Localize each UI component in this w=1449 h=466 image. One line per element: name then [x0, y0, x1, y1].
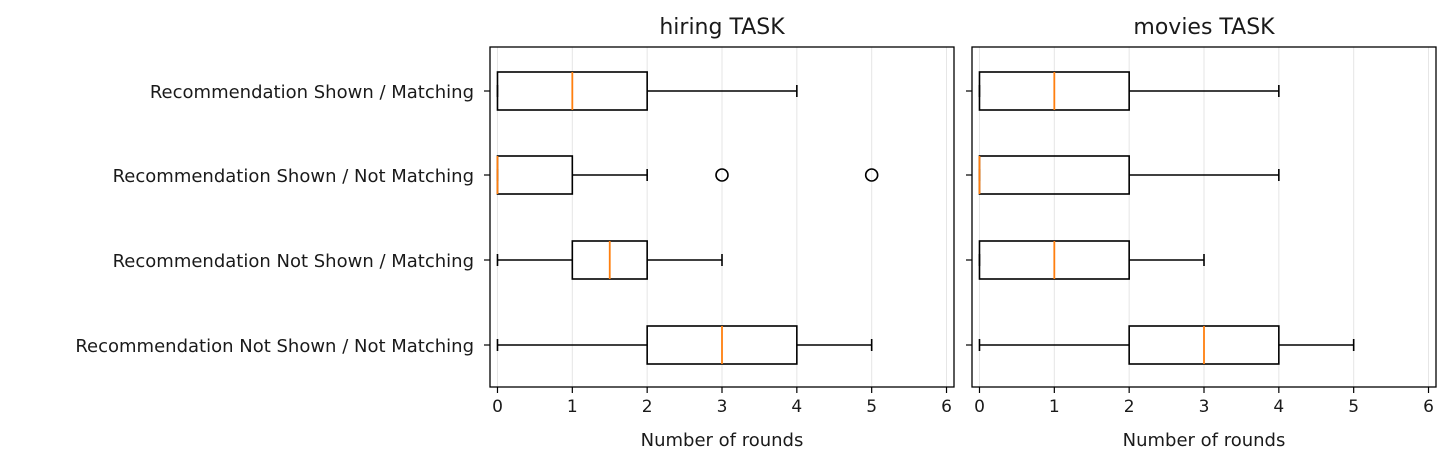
- box-3: [978, 240, 1205, 280]
- panel-2: 0 1 2 3 4 5 6 movies TASK Number of rounds: [966, 15, 1437, 451]
- box-2: [496, 155, 879, 195]
- x-tick-label: 2: [642, 397, 653, 417]
- iqr-box: [496, 155, 574, 195]
- x-tick-label: 3: [1199, 397, 1210, 417]
- category-label: Recommendation Shown / Matching: [150, 82, 474, 103]
- x-tick-label: 4: [791, 397, 802, 417]
- x-tick-label: 0: [492, 397, 503, 417]
- x-tick-label: 4: [1273, 397, 1284, 417]
- x-axis-label: Number of rounds: [1123, 430, 1286, 451]
- x-tick-label: 3: [717, 397, 728, 417]
- category-label: Recommendation Not Shown / Not Matching: [75, 336, 474, 357]
- x-tick-label: 0: [974, 397, 985, 417]
- category-label: Recommendation Shown / Not Matching: [113, 166, 474, 187]
- x-tick-label: 1: [567, 397, 578, 417]
- outlier-point: [864, 168, 879, 182]
- x-tick-label: 5: [1348, 397, 1359, 417]
- box-2: [978, 155, 1280, 195]
- x-tick-label: 6: [941, 397, 952, 417]
- outlier-point: [715, 168, 729, 182]
- panel-1: 0 1 2 3 4 5 6 hiring TASK Number of rounds: [484, 15, 955, 451]
- box-3: [496, 240, 723, 280]
- box-4: [978, 325, 1355, 365]
- x-tick-label: 5: [866, 397, 877, 417]
- box-4: [496, 325, 873, 365]
- x-axis-label: Number of rounds: [641, 430, 804, 451]
- x-tick-label: 2: [1124, 397, 1135, 417]
- panel-title: movies TASK: [1133, 15, 1275, 40]
- x-tick-label: 6: [1423, 397, 1434, 417]
- category-label: Recommendation Not Shown / Matching: [113, 251, 474, 272]
- panel-title: hiring TASK: [659, 15, 785, 40]
- x-tick-label: 1: [1049, 397, 1060, 417]
- box-1: [978, 71, 1280, 111]
- box-1: [496, 71, 798, 111]
